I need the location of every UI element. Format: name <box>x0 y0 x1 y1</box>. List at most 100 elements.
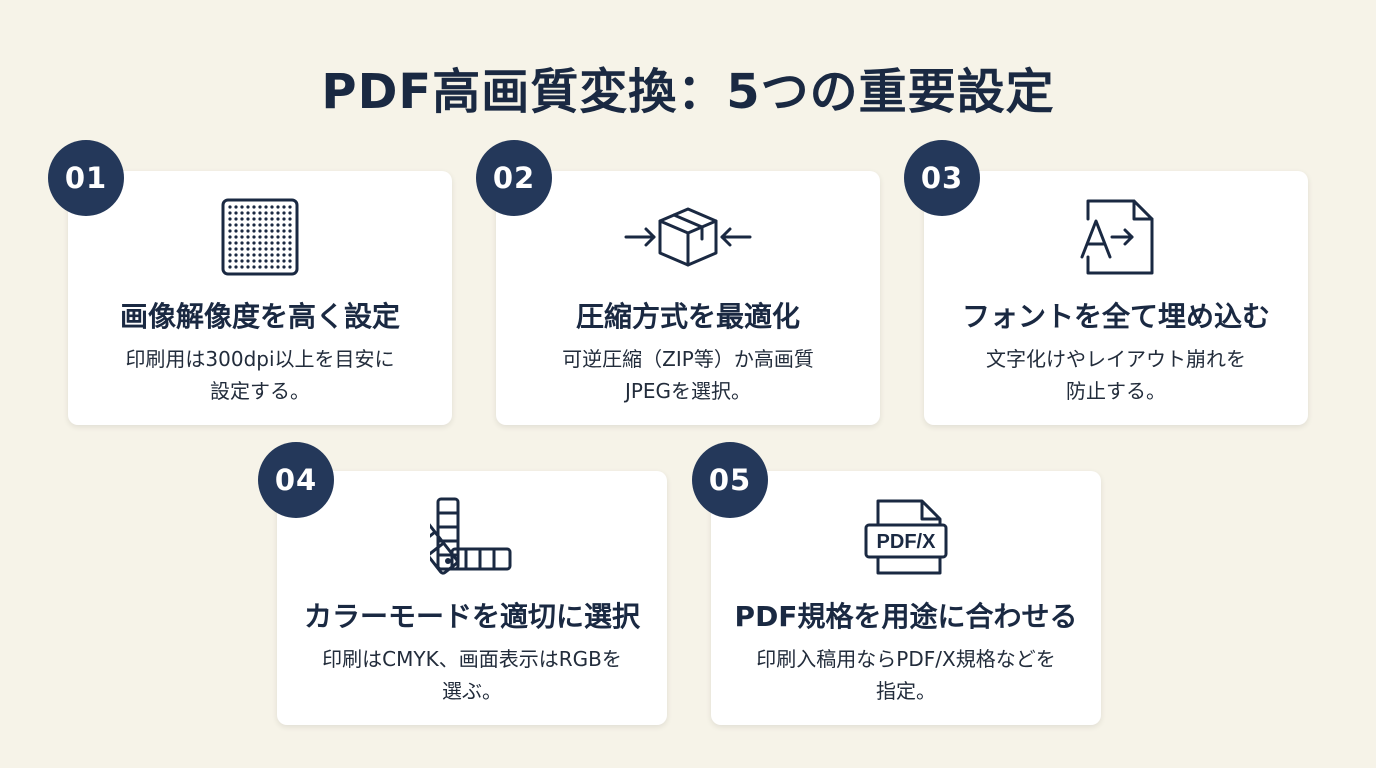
dot <box>252 247 256 251</box>
dot <box>282 253 286 257</box>
dot <box>246 253 250 257</box>
dot <box>228 247 232 251</box>
dot <box>282 259 286 263</box>
dot <box>282 211 286 215</box>
dot <box>276 235 280 239</box>
dot <box>240 247 244 251</box>
dot <box>246 265 250 269</box>
card-description: 文字化けやレイアウト崩れを 防止する。 <box>986 347 1246 403</box>
dot <box>252 241 256 245</box>
dot <box>282 217 286 221</box>
step-number-badge: 04 <box>258 442 334 518</box>
dot <box>258 247 262 251</box>
card-font-embedding: フォントを全て埋め込む 文字化けやレイアウト崩れを 防止する。 <box>924 171 1308 425</box>
dot <box>270 235 274 239</box>
dot <box>264 265 268 269</box>
dot <box>234 235 238 239</box>
dot <box>282 235 286 239</box>
dot <box>234 223 238 227</box>
dot <box>240 241 244 245</box>
dot <box>228 229 232 233</box>
dot <box>258 229 262 233</box>
dot <box>246 247 250 251</box>
dot <box>264 241 268 245</box>
dot <box>228 265 232 269</box>
dot <box>228 223 232 227</box>
step-number-badge: 02 <box>476 140 552 216</box>
dot <box>264 205 268 209</box>
dot <box>270 253 274 257</box>
dot <box>288 223 292 227</box>
dot <box>240 235 244 239</box>
step-number-badge: 01 <box>48 140 124 216</box>
dot <box>252 229 256 233</box>
dot <box>276 247 280 251</box>
dot <box>246 217 250 221</box>
card-description: 印刷はCMYK、画面表示はRGBを 選ぶ。 <box>322 647 622 703</box>
dot <box>252 253 256 257</box>
dot <box>246 211 250 215</box>
dot <box>234 205 238 209</box>
page-title: PDF高画質変換：5つの重要設定 <box>321 64 1055 120</box>
dot <box>252 235 256 239</box>
card-description: 印刷用は300dpi以上を目安に 設定する。 <box>125 347 395 403</box>
dot <box>288 241 292 245</box>
dot <box>270 205 274 209</box>
pdfx-document-icon: PDF/X <box>864 499 948 575</box>
card-compression: 圧縮方式を最適化 可逆圧縮（ZIP等）か高画質 JPEGを選択。 <box>496 171 880 425</box>
dot <box>282 265 286 269</box>
dot <box>258 265 262 269</box>
dot <box>228 241 232 245</box>
dot <box>282 223 286 227</box>
dot <box>264 217 268 221</box>
color-swatch-icon <box>430 497 512 575</box>
dot <box>246 223 250 227</box>
dot <box>264 253 268 257</box>
dot <box>282 241 286 245</box>
dot <box>276 241 280 245</box>
dot <box>240 223 244 227</box>
dot <box>240 205 244 209</box>
card-description: 印刷入稿用ならPDF/X規格などを 指定。 <box>756 647 1056 703</box>
dot <box>240 211 244 215</box>
dot <box>288 259 292 263</box>
dot <box>264 229 268 233</box>
dot <box>240 217 244 221</box>
card-title: カラーモードを適切に選択 <box>303 600 640 633</box>
dot <box>228 235 232 239</box>
dot <box>252 205 256 209</box>
card-pdf-standard: PDF/X PDF規格を用途に合わせる 印刷入稿用ならPDF/X規格などを 指定… <box>711 471 1101 725</box>
dot <box>276 253 280 257</box>
card-image-resolution: 画像解像度を高く設定 印刷用は300dpi以上を目安に 設定する。 <box>68 171 452 425</box>
dot <box>270 211 274 215</box>
card-title: PDF規格を用途に合わせる <box>734 600 1078 633</box>
dot <box>264 247 268 251</box>
dot <box>258 217 262 221</box>
dot <box>276 223 280 227</box>
dot <box>252 223 256 227</box>
dot <box>240 265 244 269</box>
step-number-badge: 05 <box>692 442 768 518</box>
dot <box>270 259 274 263</box>
dot <box>234 229 238 233</box>
card-title: 圧縮方式を最適化 <box>575 300 800 333</box>
dot <box>246 259 250 263</box>
dot <box>288 247 292 251</box>
dot <box>258 259 262 263</box>
dot <box>234 265 238 269</box>
dot <box>270 241 274 245</box>
dot <box>240 259 244 263</box>
card-title: 画像解像度を高く設定 <box>119 300 400 333</box>
dot <box>252 259 256 263</box>
dot <box>288 253 292 257</box>
dot <box>240 253 244 257</box>
dot <box>270 223 274 227</box>
dot <box>234 253 238 257</box>
dot <box>288 265 292 269</box>
dot-grid-icon <box>221 198 299 276</box>
dot <box>276 229 280 233</box>
dot <box>270 229 274 233</box>
dot <box>276 205 280 209</box>
dot <box>246 235 250 239</box>
dot <box>270 217 274 221</box>
